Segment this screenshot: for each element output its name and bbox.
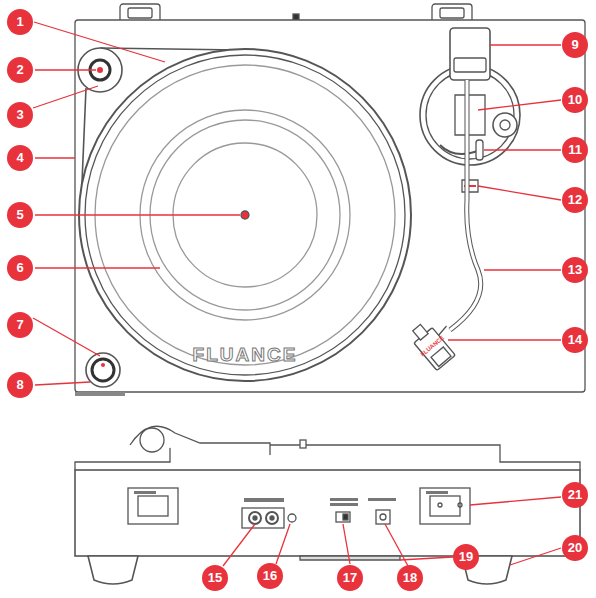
callout-number: 15 [202,565,228,591]
callout-number: 16 [257,563,283,589]
callout-number: 20 [562,535,588,561]
callout-number: 4 [7,145,33,171]
counterweight [450,28,490,80]
callout-number: 19 [453,544,479,570]
ground-terminal [288,514,296,522]
anti-skate-knob [493,113,517,137]
callout-number: 7 [7,312,33,338]
rear-panel [75,470,580,556]
callout-number: 18 [397,565,423,591]
callout-number: 14 [562,327,588,353]
rca-jack [249,512,261,524]
callout-number: 8 [7,372,33,398]
callout-number: 3 [7,102,33,128]
callout-number: 21 [562,482,588,508]
tonearm-side [130,426,270,455]
speed-knob [86,353,120,387]
dc-jack [376,510,390,524]
callout-number: 17 [337,565,363,591]
tone-arm [450,80,481,330]
plinth [75,20,585,392]
brand-logo: FLUANCE [193,344,298,366]
leader-lines [33,22,561,566]
callout-number: 2 [7,57,33,83]
callout-number: 10 [562,87,588,113]
callout-number: 5 [7,202,33,228]
callout-number: 12 [562,187,588,213]
headshell [407,312,464,370]
arm-rest [462,180,478,192]
callout-number: 11 [562,137,588,163]
callout-number: 1 [7,9,33,35]
callout-number: 13 [562,257,588,283]
callout-number: 9 [562,32,588,58]
spindle [241,211,249,219]
cue-lever [440,145,480,154]
callout-number: 6 [7,255,33,281]
rca-jack [266,512,278,524]
pivot [455,95,485,135]
auto-stop-switch [336,512,350,522]
foot [88,556,138,584]
